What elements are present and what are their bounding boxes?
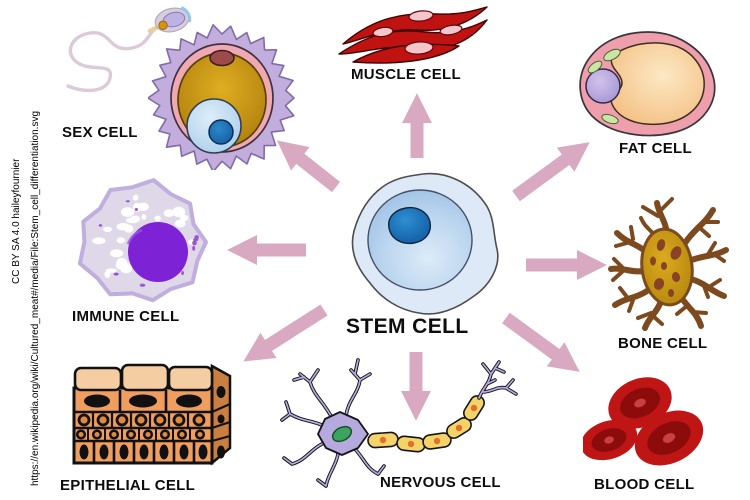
bone-cell-illustration [608,197,729,331]
stem-cell-label: STEM CELL [346,315,469,338]
red-blood-cell [583,377,704,466]
sperm-cell-illustration [66,6,192,93]
blood-cell-illustration [583,377,704,466]
nervous-cell-label: NERVOUS CELL [380,474,501,491]
fat-cell-mitochondria [587,48,621,125]
sperm-tail [66,22,168,93]
muscle-cell-illustration [338,6,488,64]
blood-cell-label: BLOOD CELL [594,476,695,493]
arrow-to-sex-cell [276,140,341,193]
fat-cell-illustration [579,31,716,137]
epithelial-columnar-row [79,441,208,463]
immune-nucleus-highlight [126,228,143,245]
egg-nucleus [208,119,234,145]
arrow-to-fat-cell [512,142,590,202]
epithelial-cuboidal-rows [74,412,212,443]
neuron-nucleus [331,425,353,443]
fat-cell-nucleus [585,68,621,104]
immune-cell-label: IMMUNE CELL [72,308,180,325]
bone-cell-granules [650,239,682,297]
epithelial-cell-illustration [72,363,232,466]
sex-cell-label: SEX CELL [62,124,138,141]
fat-cell-lipid-droplet [610,42,705,126]
bone-cell-dendrites [608,197,729,331]
arrow-to-epithelial-cell [243,304,328,362]
axon-myelin-sheath [367,395,485,453]
egg-polar-body [209,49,235,67]
sperm-head [154,6,192,33]
epithelial-cell-label: EPITHELIAL CELL [60,477,196,494]
muscle-cell-label: MUSCLE CELL [351,66,461,83]
immune-cell-nucleus [128,222,188,282]
stem-cell-illustration [351,172,499,315]
axon-terminal-branches [477,360,518,400]
neuron-dendrites [280,358,386,488]
bone-cell-label: BONE CELL [618,335,708,352]
epithelial-top-caps [73,363,214,392]
immune-cell-illustration [77,178,208,303]
fat-cell-label: FAT CELL [619,140,692,157]
arrow-to-blood-cell [502,312,580,372]
stem-cell-nucleus [388,206,432,245]
nervous-cell-illustration [280,358,518,488]
egg-cell-illustration [148,23,295,170]
